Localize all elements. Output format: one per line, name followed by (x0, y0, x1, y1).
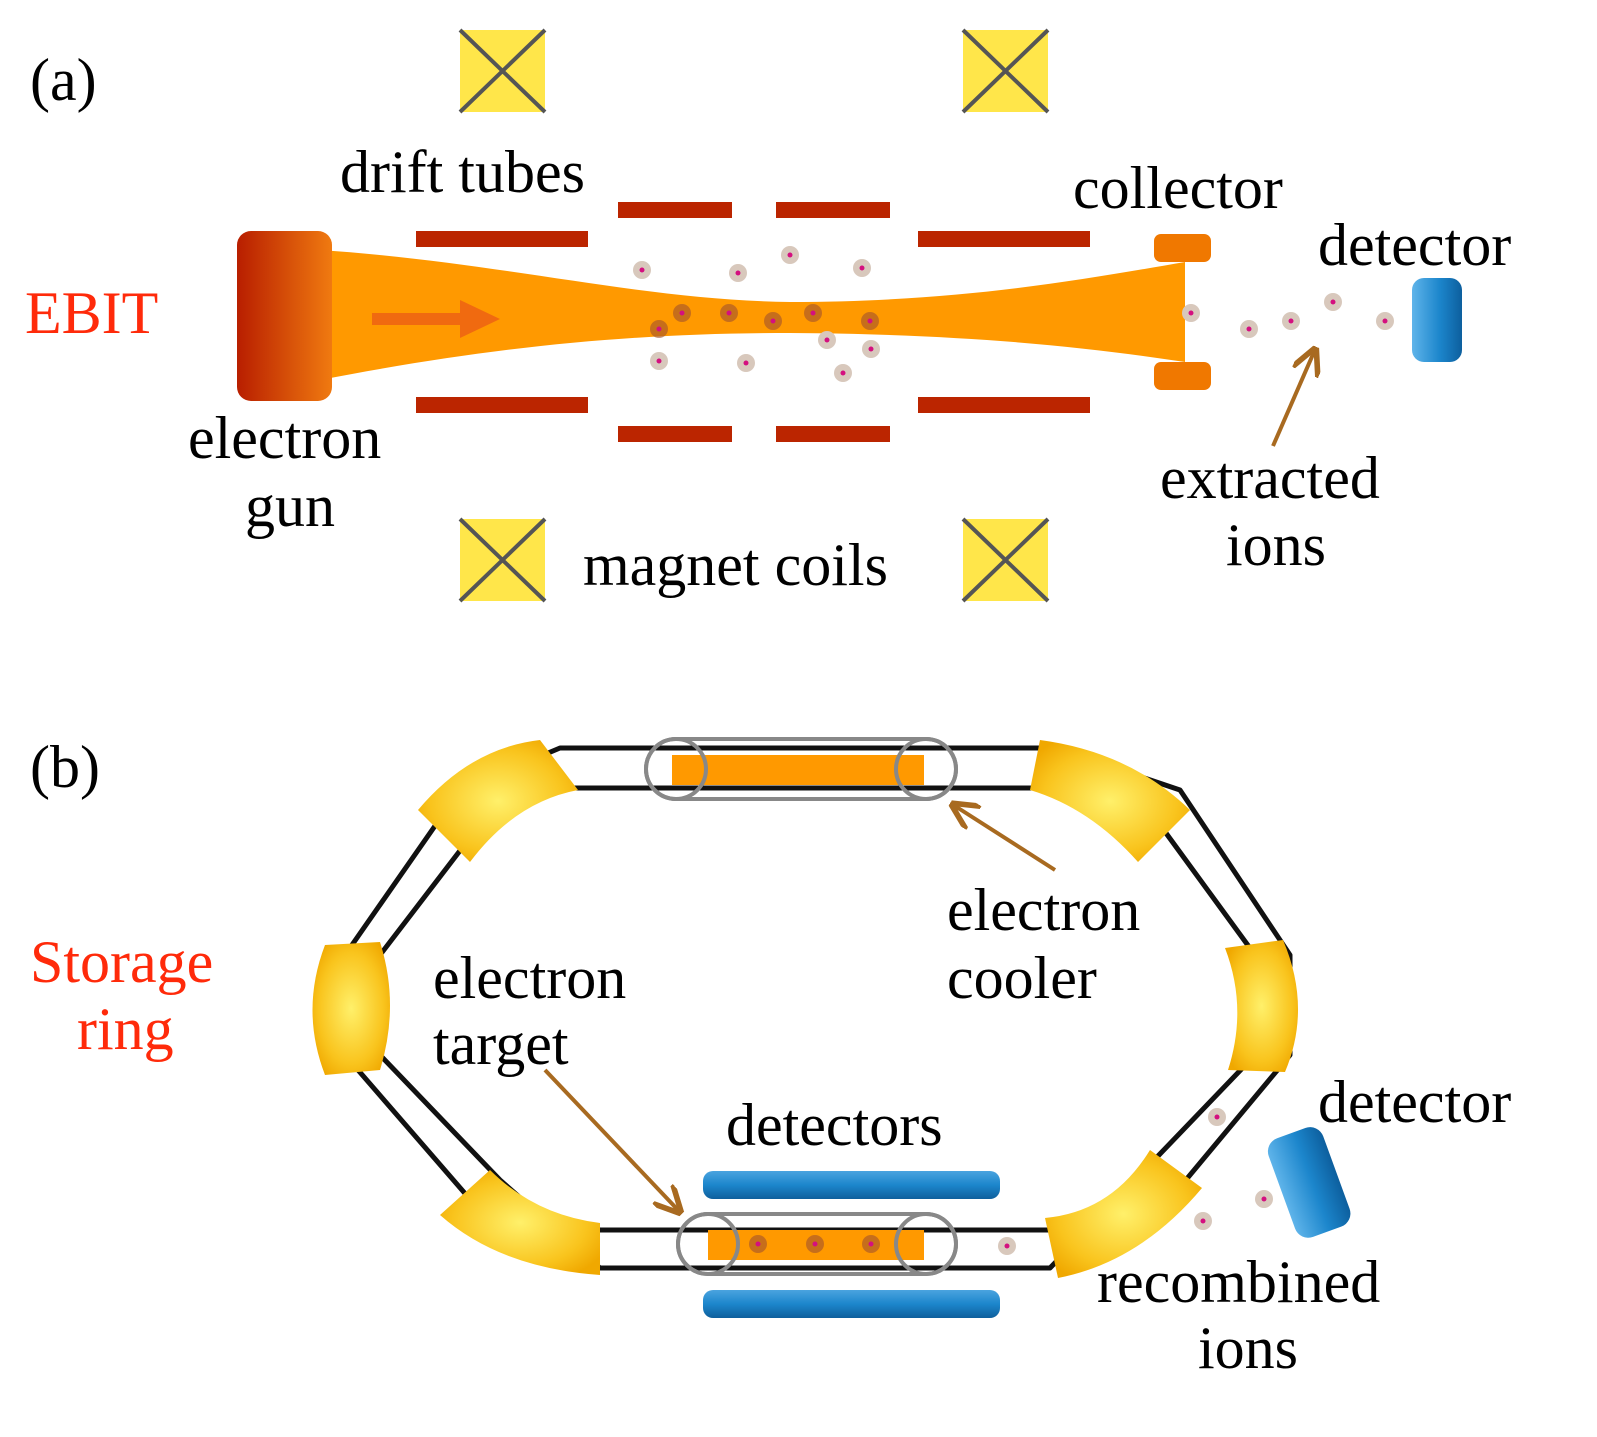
electron-cooler (644, 737, 958, 801)
collector-label: collector (1073, 155, 1283, 221)
dipole-magnets (312, 740, 1299, 1278)
electron-gun (237, 231, 332, 401)
electron-beam (320, 250, 1185, 380)
detector-b-label: detector (1318, 1069, 1511, 1135)
electron-target (676, 1212, 958, 1276)
drift-tubes-label: drift tubes (340, 139, 585, 205)
beam-direction-arrow (372, 300, 500, 338)
storage-label-line2: ring (77, 996, 174, 1062)
electron-cooler-label-line2: cooler (947, 945, 1097, 1011)
electron-cooler-label-line1: electron (947, 877, 1140, 943)
detector-a-label: detector (1318, 212, 1511, 278)
electron-target-label-line1: electron (433, 945, 626, 1011)
ions (633, 246, 1394, 382)
dipole-magnet-bottom-right (1045, 1150, 1202, 1278)
detector-bar-bottom (703, 1290, 1000, 1318)
storage-label-line1: Storage (30, 929, 213, 995)
dipole-magnet-top-left (418, 740, 578, 862)
detector-a (1412, 278, 1462, 362)
ebit-label: EBIT (25, 280, 158, 346)
electron-target-label-line2: target (433, 1011, 569, 1077)
detector-bar-top (703, 1171, 1000, 1199)
magnet-coil-top-right (961, 28, 1050, 114)
extracted-ions-arrow (1271, 352, 1314, 447)
recombined-ions-label-line1: recombined (1097, 1249, 1380, 1315)
magnet-coil-bottom-left (458, 517, 547, 603)
magnet-coil-bottom-right (961, 517, 1050, 603)
detector-b (1267, 1127, 1351, 1238)
detectors-label: detectors (726, 1092, 943, 1158)
recombined-ions-label-line2: ions (1198, 1315, 1298, 1381)
extracted-ions-label-line2: ions (1226, 512, 1326, 578)
magnet-coils-label: magnet coils (583, 532, 888, 598)
panel-a-tag: (a) (30, 47, 97, 113)
drift-tubes (416, 202, 1090, 442)
electron-cooler-arrow (955, 806, 1057, 872)
collector (1154, 234, 1211, 390)
dipole-magnet-top-right (1030, 740, 1190, 862)
dipole-magnet-left (312, 942, 390, 1075)
electron-cooler-beam (672, 755, 924, 785)
electron-target-arrow (543, 1068, 678, 1210)
dipole-magnet-bottom-left (440, 1170, 600, 1275)
trapped-ions-in-beam (650, 304, 879, 338)
electron-gun-label-line1: electron (188, 405, 381, 471)
electron-gun-label-line2: gun (245, 473, 335, 539)
panel-b-tag: (b) (30, 734, 100, 800)
magnet-coil-top-left (458, 28, 547, 114)
dipole-magnet-right (1225, 940, 1299, 1072)
extracted-ions-label-line1: extracted (1160, 445, 1380, 511)
ring-ions (749, 1108, 1273, 1255)
